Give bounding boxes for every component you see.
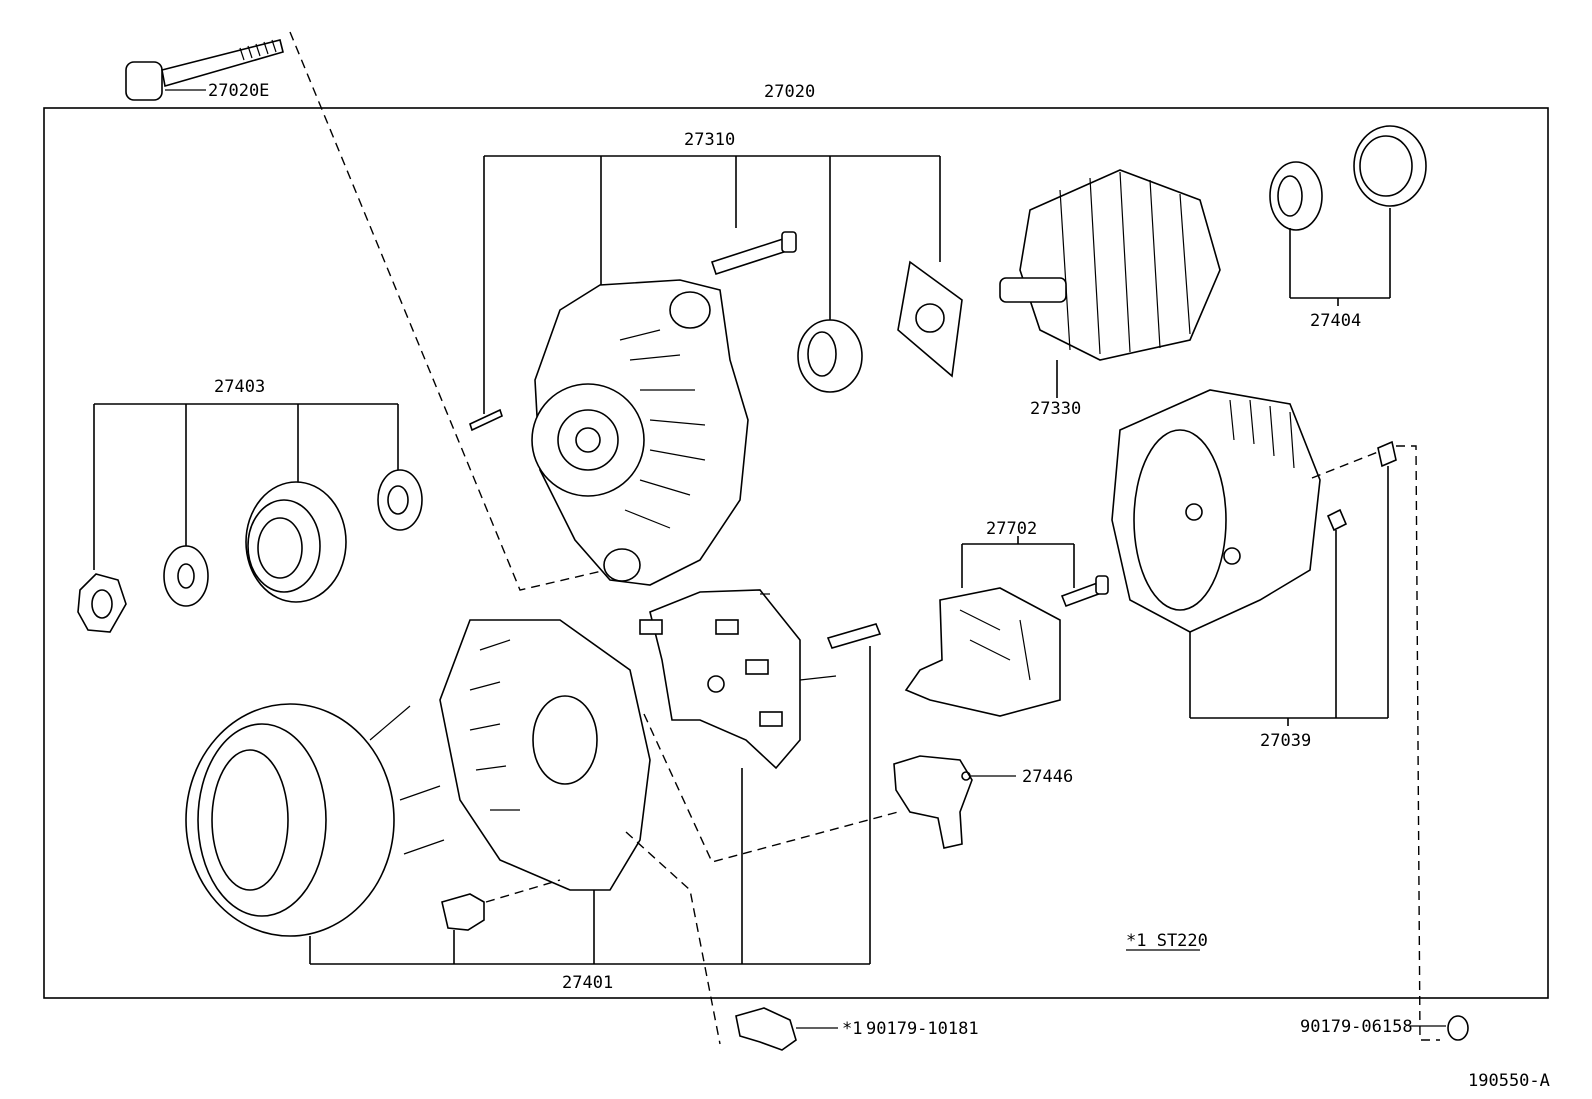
bracket-27401 <box>309 646 871 965</box>
bracket-27039 <box>1189 466 1389 726</box>
label-bearing-kit: 27404 <box>1310 311 1361 331</box>
voltage-regulator[interactable] <box>904 587 1061 717</box>
bolt-through[interactable] <box>710 231 797 276</box>
pulley[interactable] <box>245 481 347 603</box>
rectifier[interactable] <box>639 589 837 770</box>
brush-holder[interactable] <box>893 755 1016 849</box>
label-brush-holder: 27446 <box>1022 767 1073 787</box>
bracket-27310 <box>483 155 941 414</box>
washer[interactable] <box>163 545 209 607</box>
nut-rear-1[interactable] <box>1326 508 1348 532</box>
label-assembly: 27020 <box>764 82 815 102</box>
label-part-rear: 90179-06158 <box>1300 1017 1413 1037</box>
bushing[interactable] <box>441 893 485 931</box>
label-figure-code: 190550-A <box>1468 1071 1550 1091</box>
rotor[interactable] <box>999 169 1221 398</box>
bolt-27020E[interactable] <box>125 39 284 101</box>
rear-frame[interactable] <box>439 619 651 891</box>
label-frame: 27310 <box>684 130 735 150</box>
label-part-bottom-prefix: *1 <box>842 1019 862 1039</box>
assembly-frame <box>43 107 1549 999</box>
screw-small[interactable] <box>469 408 503 432</box>
nut-rear-2[interactable] <box>1377 440 1397 468</box>
clip-90179-10181[interactable] <box>735 1007 838 1051</box>
label-stator-frame: 27401 <box>562 973 613 993</box>
pulley-nut[interactable] <box>77 573 127 633</box>
label-rotor: 27330 <box>1030 399 1081 419</box>
label-bolt: 27020E <box>208 81 269 101</box>
bracket-27702 <box>961 536 1075 588</box>
stator[interactable] <box>185 703 445 937</box>
bracket-27403 <box>93 403 399 570</box>
terminal-bolt[interactable] <box>826 623 882 649</box>
label-regulator: 27702 <box>986 519 1037 539</box>
retainer-plate[interactable] <box>897 260 963 378</box>
regulator-bolt[interactable] <box>1060 575 1109 608</box>
label-note: *1 ST220 <box>1126 931 1208 951</box>
nut-90179-06158[interactable] <box>1410 1015 1469 1041</box>
drive-end-frame[interactable] <box>531 279 749 586</box>
label-part-bottom: 90179-10181 <box>866 1019 979 1039</box>
spacer-collar[interactable] <box>377 469 423 531</box>
bearing-kit[interactable] <box>1269 125 1427 306</box>
label-pulley-kit: 27403 <box>214 377 265 397</box>
rear-cover[interactable] <box>1111 389 1321 633</box>
label-rear-cover: 27039 <box>1260 731 1311 751</box>
bearing-front[interactable] <box>797 319 863 393</box>
